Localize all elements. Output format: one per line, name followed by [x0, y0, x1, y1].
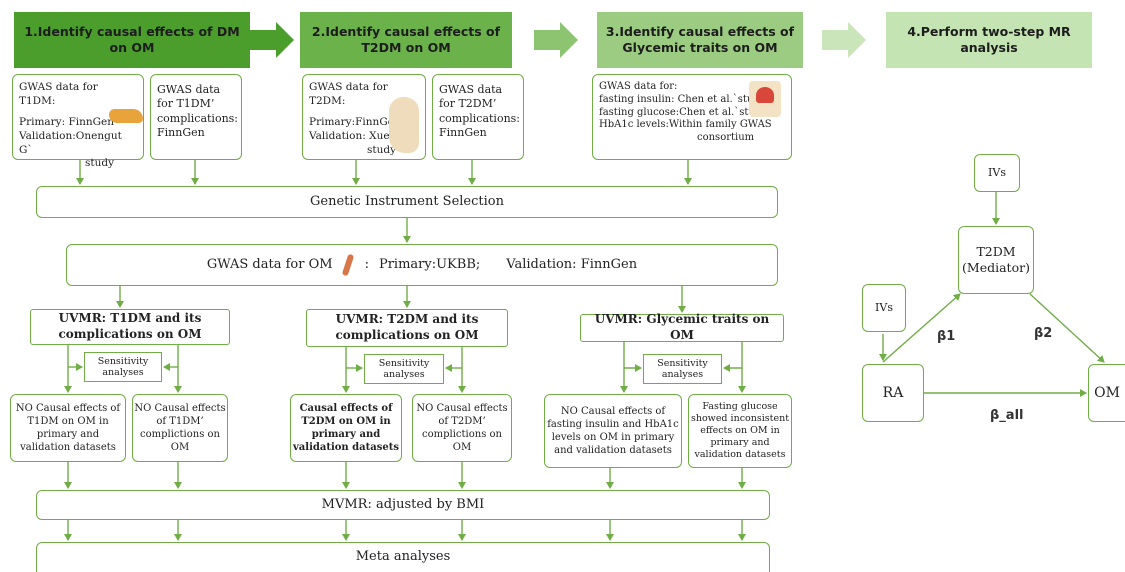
gwas-t1dm-box: GWAS data for T1DM: Primary: FinnGen Val…: [12, 74, 144, 169]
sensitivity-col2-text: Sensitivity analyses: [378, 357, 430, 380]
gwas-t1dm-complications-text: GWAS data for T1DM’ complications: FinnG…: [157, 83, 239, 139]
gwas-t2dm-complications-box: GWAS data for T2DM’ complications: FinnG…: [432, 74, 524, 160]
sensitivity-col1-text: Sensitivity analyses: [97, 355, 149, 378]
gwas-t1dm-primary: Primary: FinnGen: [19, 116, 115, 129]
ra-box: RA: [862, 364, 924, 422]
step-arrow-2: [534, 22, 578, 58]
gwas-om-validation: Validation: FinnGen: [506, 256, 638, 272]
sensitivity-col3-text: Sensitivity analyses: [657, 357, 708, 380]
sensitivity-col1: Sensitivity analyses: [84, 352, 162, 382]
gwas-t2dm-primary: Primary:FinnGen: [309, 116, 401, 129]
result-insulin-hba1c-text: NO Causal effects of fasting insulin and…: [547, 406, 679, 456]
om-text: OM: [1094, 384, 1120, 401]
gwas-t2dm-complications-text: GWAS data for T2DM’ complications: FinnG…: [439, 83, 521, 139]
bone-icon: [341, 253, 354, 277]
gwas-glycemic-box: GWAS data for: fasting insulin: Chen et …: [592, 74, 792, 160]
uvmr-t1dm-box: UVMR: T1DM and its complications on OM: [30, 309, 230, 345]
gwas-glycemic-line-3: HbA1c levels:Within family GWAS: [599, 119, 772, 131]
gwas-glycemic-title: GWAS data for:: [599, 81, 678, 92]
gwas-glycemic-line-1: fasting insulin: Chen et al.`study;: [599, 93, 769, 105]
result-insulin-hba1c: NO Causal effects of fasting insulin and…: [544, 394, 682, 468]
instrument-selection-box: Genetic Instrument Selection: [36, 186, 778, 218]
ivs-top-box: IVs: [974, 154, 1020, 192]
step-1-header: 1.Identify causal effects of DM on OM: [14, 12, 250, 68]
gwas-glycemic-line-4: consortium: [697, 132, 755, 144]
uvmr-t2dm-box: UVMR: T2DM and its complications on OM: [306, 309, 508, 347]
mediator-text: (Mediator): [962, 260, 1030, 275]
gwas-om-box: GWAS data for OM : Primary:UKBB; Validat…: [66, 244, 778, 286]
result-t2dm-text: Causal effects of T2DM on OM in primary …: [292, 403, 399, 453]
step-2-header: 2.Identify causal effects of T2DM on OM: [300, 12, 512, 68]
t2dm-mediator-box: T2DM (Mediator): [958, 226, 1034, 294]
beta2-label: β2: [1034, 326, 1053, 341]
step-3-header: 3.Identify causal effects of Glycemic tr…: [597, 12, 803, 68]
uvmr-t1dm-text: UVMR: T1DM and its complications on OM: [58, 311, 202, 341]
gwas-t2dm-box: GWAS data for T2DM: Primary:FinnGen Vali…: [302, 74, 426, 160]
gwas-t2dm-validation-2: study: [367, 143, 397, 156]
pancreas-icon: [109, 109, 143, 123]
meta-box: Meta analyses: [36, 542, 770, 572]
sensitivity-col2: Sensitivity analyses: [364, 354, 444, 384]
ivs-left-box: IVs: [862, 284, 906, 332]
result-t1dm-complications-text: NO Causal effects of T1DM’ complictions …: [134, 403, 226, 453]
result-t2dm: Causal effects of T2DM on OM in primary …: [290, 394, 402, 462]
step-4-label: 4.Perform two-step MR analysis: [907, 24, 1071, 55]
result-t1dm-text: NO Causal effects of T1DM on OM in prima…: [15, 403, 121, 453]
gwas-t1dm-title: GWAS data for T1DM:: [19, 81, 98, 107]
om-box: OM: [1088, 364, 1125, 422]
result-t2dm-complications: NO Causal effects of T2DM’ complictions …: [412, 394, 512, 462]
gwas-t2dm-validation: Validation: Xue A`: [309, 129, 406, 142]
glucose-meter-icon: [749, 81, 781, 117]
gwas-om-prefix: GWAS data for OM: [206, 256, 333, 272]
result-t1dm: NO Causal effects of T1DM on OM in prima…: [10, 394, 126, 462]
gwas-glycemic-line-2: fasting glucose:Chen et al.`study;: [599, 106, 771, 118]
mvmr-box: MVMR: adjusted by BMI: [36, 490, 770, 520]
step-arrow-3: [822, 22, 866, 58]
meta-text: Meta analyses: [355, 549, 451, 564]
uvmr-t2dm-text: UVMR: T2DM and its complications on OM: [335, 312, 479, 342]
step-arrow-1: [248, 22, 294, 58]
step-2-label: 2.Identify causal effects of T2DM on OM: [311, 24, 501, 55]
sensitivity-col3: Sensitivity analyses: [643, 354, 722, 384]
beta-all-label: β_all: [990, 408, 1024, 423]
result-t2dm-complications-text: NO Causal effects of T2DM’ complictions …: [416, 403, 508, 453]
instrument-selection-text: Genetic Instrument Selection: [310, 193, 504, 209]
organ-icon: [389, 97, 419, 153]
beta1-label: β1: [937, 329, 956, 344]
gwas-om-colon: :: [364, 256, 369, 272]
gwas-om-primary: Primary:UKBB;: [378, 256, 481, 272]
gwas-t2dm-title: GWAS data for T2DM:: [309, 81, 388, 107]
step-1-label: 1.Identify causal effects of DM on OM: [24, 24, 240, 55]
step-4-header: 4.Perform two-step MR analysis: [886, 12, 1092, 68]
result-t1dm-complications: NO Causal effects of T1DM’ complictions …: [132, 394, 228, 462]
gwas-t1dm-validation-2: study: [85, 157, 115, 170]
uvmr-glycemic-box: UVMR: Glycemic traits on OM: [580, 312, 784, 342]
ivs-left-text: IVs: [875, 300, 893, 314]
t2dm-text: T2DM: [976, 243, 1016, 259]
ivs-top-text: IVs: [988, 165, 1006, 179]
uvmr-glycemic-text: UVMR: Glycemic traits on OM: [594, 312, 770, 342]
mvmr-text: MVMR: adjusted by BMI: [321, 496, 485, 512]
gwas-t1dm-complications-box: GWAS data for T1DM’ complications: FinnG…: [150, 74, 242, 160]
result-fasting-glucose-text: Fasting glucose showed inconsistent effe…: [690, 401, 790, 460]
ra-text: RA: [882, 384, 904, 401]
step-3-label: 3.Identify causal effects of Glycemic tr…: [605, 24, 795, 55]
result-fasting-glucose: Fasting glucose showed inconsistent effe…: [688, 394, 792, 468]
gwas-t1dm-validation: Validation:Onengut G`: [19, 129, 122, 156]
